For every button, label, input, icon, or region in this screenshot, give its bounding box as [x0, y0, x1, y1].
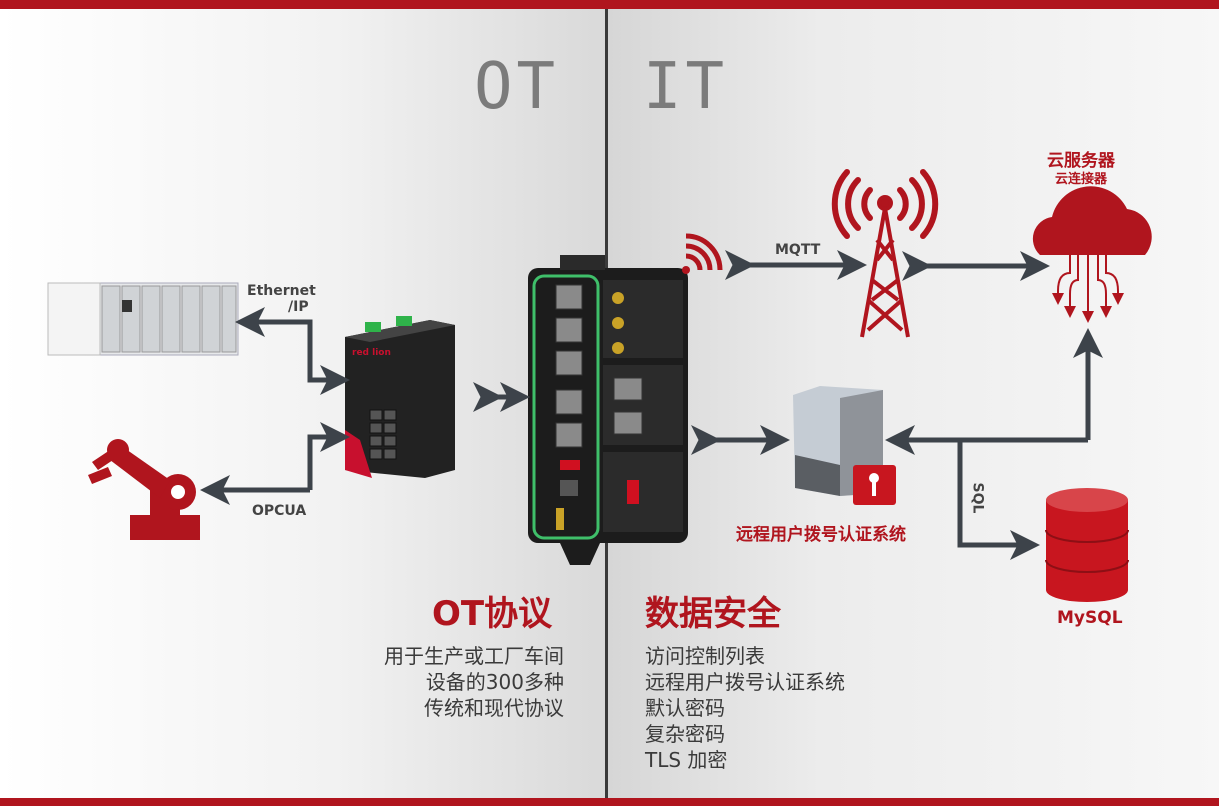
- gateway-device-icon: [528, 255, 688, 565]
- top-red-bar: [0, 0, 1219, 9]
- security-item: 访问控制列表: [645, 644, 765, 668]
- svg-text:red lion: red lion: [352, 348, 391, 358]
- mysql-database-icon: [1045, 488, 1129, 602]
- redlion-switch-icon: red lion: [345, 316, 455, 478]
- robot-arm-icon: [88, 439, 200, 540]
- it-background: [607, 0, 1219, 806]
- ot-protocols-heading: OT协议: [432, 594, 553, 634]
- ot-protocols-description: 用于生产或工厂车间 设备的300多种 传统和现代协议: [384, 643, 564, 721]
- security-item: 默认密码: [645, 696, 725, 720]
- security-item: 远程用户拨号认证系统: [645, 670, 845, 694]
- opcua-label: OPCUA: [252, 503, 307, 519]
- cloud-connector-subtitle: 云连接器: [1055, 172, 1108, 187]
- data-security-heading: 数据安全: [645, 594, 781, 634]
- wireless-signal-icon: [682, 233, 723, 274]
- it-zone-label: IT: [643, 50, 729, 124]
- arrow-opcua: [200, 422, 350, 505]
- mysql-label: MySQL: [1057, 608, 1123, 628]
- arrow-sql-cloud: [885, 328, 1103, 560]
- cloud-icon: [1032, 186, 1152, 323]
- sql-label: SQL: [969, 482, 986, 514]
- security-item: 复杂密码: [645, 722, 725, 746]
- mqtt-label: MQTT: [775, 242, 821, 258]
- cell-tower-icon: [831, 169, 939, 338]
- arrow-ethernet-ip: [235, 307, 350, 395]
- radius-server-icon: [793, 386, 896, 505]
- ethernet-ip-label-line1: Ethernet: [247, 283, 316, 299]
- cloud-server-title: 云服务器: [1047, 151, 1115, 171]
- ot-line: 传统和现代协议: [424, 696, 564, 720]
- radius-label: 远程用户拨号认证系统: [736, 525, 906, 545]
- security-item: TLS 加密: [645, 748, 728, 772]
- ot-zone-label: OT: [474, 50, 560, 124]
- ot-line: 用于生产或工厂车间: [384, 644, 564, 668]
- plc-rack-icon: [47, 282, 239, 356]
- bottom-red-bar: [0, 798, 1219, 806]
- data-security-list: 访问控制列表 远程用户拨号认证系统 默认密码 复杂密码 TLS 加密: [645, 643, 845, 773]
- ot-line: 设备的300多种: [425, 670, 564, 694]
- ethernet-ip-label-line2: /IP: [288, 299, 309, 315]
